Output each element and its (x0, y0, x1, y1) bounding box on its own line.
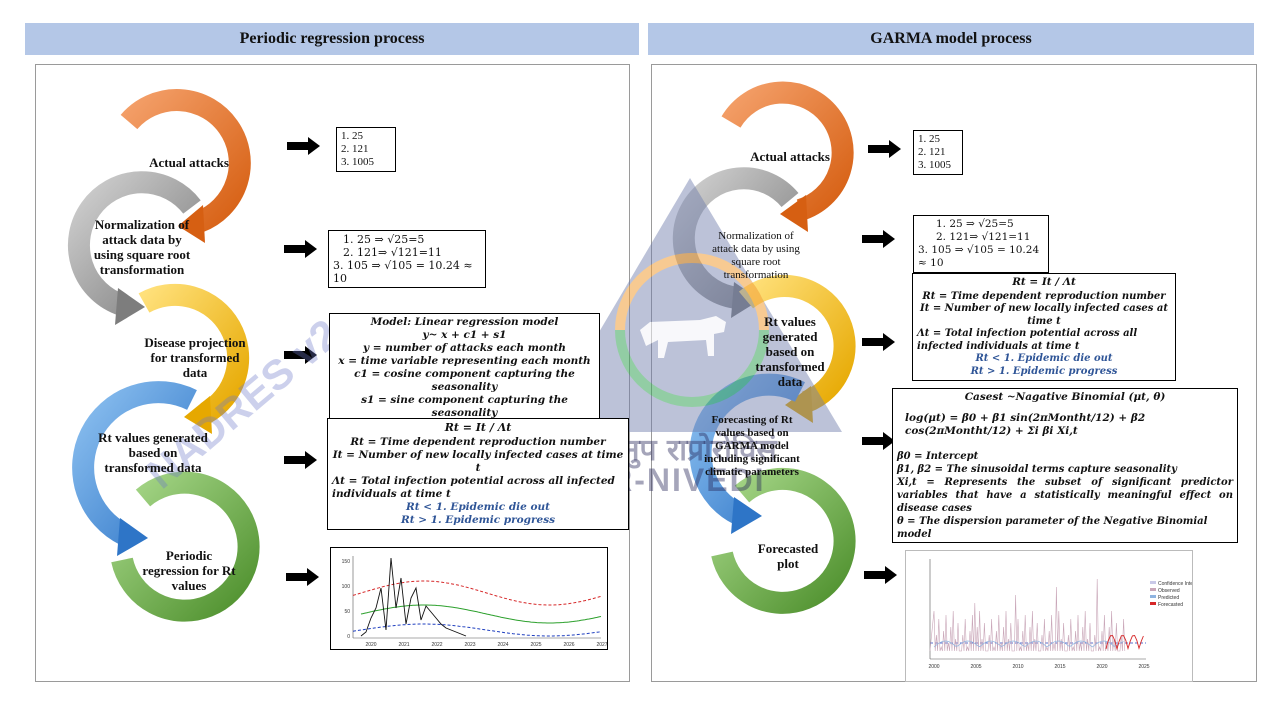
right-arc-gray (672, 167, 799, 318)
right-plot-svg: 2000 2005 2010 2015 2020 2025 Confidence Inter… (928, 559, 1201, 670)
x-tick-label: 2010 (1012, 664, 1023, 670)
lower-band-line (352, 623, 602, 637)
right-arc-yellow (738, 275, 856, 423)
left-chart-svg: 2020 2021 2022 2023 2024 2025 2026 2027 0 50 100 15… (342, 556, 608, 648)
x-tick-label: 2024 (497, 642, 508, 648)
right-step-actual-attacks: Actual attacks (750, 149, 830, 164)
left-box-sqrt-values: 1. 25 ⇒ √25=5 2. 121⇒ √121=11 3. 105 ⇒ √… (328, 230, 486, 288)
x-tick-label: 2026 (563, 642, 574, 648)
right-box-garma-equation: Casest ~Nagative Binomial (μt, θ) log(μt… (892, 388, 1238, 543)
predicted-series-line (933, 640, 1124, 648)
right-arrows (862, 140, 901, 584)
arrow-right-1 (868, 140, 901, 158)
x-tick-label: 2022 (431, 642, 442, 648)
legend-label: Observed (1158, 588, 1180, 594)
x-tick-label: 2021 (398, 642, 409, 648)
left-arc-blue (72, 381, 197, 556)
x-tick-label: 2020 (365, 642, 376, 648)
x-tick-label: 2025 (1138, 664, 1149, 670)
x-tick-label: 2027 (596, 642, 607, 648)
legend-swatch (1150, 581, 1156, 584)
watermark-logo (540, 178, 842, 432)
right-box-sqrt-values: 1. 25 ⇒ √25=5 2. 121⇒ √121=11 3. 105 ⇒ √… (913, 215, 1049, 273)
observed-series-line (360, 557, 467, 637)
upper-band-line (352, 580, 602, 606)
arrow-left-1 (287, 137, 320, 155)
x-tick-label: 2020 (1096, 664, 1107, 670)
y-tick-label: 150 (342, 559, 351, 565)
right-arc-orange (721, 81, 854, 232)
right-header: GARMA model process (648, 23, 1254, 55)
legend-swatch (1150, 602, 1156, 605)
x-tick-label: 2025 (530, 642, 541, 648)
left-periodic-chart: 2020 2021 2022 2023 2024 2025 2026 2027 0 50 100 15… (330, 547, 608, 650)
left-step-normalization: Normalization of attack data by using sq… (93, 217, 191, 277)
y-tick-label: 100 (342, 584, 351, 590)
observed-series-line (929, 578, 1126, 652)
x-tick-label: 2005 (970, 664, 981, 670)
y-tick-label: 50 (344, 609, 350, 615)
forecasted-series-line (1105, 634, 1144, 651)
right-step-forecasting: Forecasting of Rt values based on GARMA … (704, 414, 800, 478)
left-arc-gray (67, 171, 201, 325)
arrow-right-5 (864, 566, 897, 584)
legend-swatch (1150, 595, 1156, 598)
legend-label: Predicted (1158, 595, 1179, 601)
legend-label: Forecasted (1158, 602, 1183, 608)
left-arc-orange (120, 89, 251, 243)
legend-swatch (1150, 588, 1156, 591)
x-tick-label: 2015 (1054, 664, 1065, 670)
left-arc-yellow (138, 283, 250, 434)
left-header: Periodic regression process (25, 23, 639, 55)
left-arc-green (111, 471, 260, 622)
arrow-right-2 (862, 230, 895, 248)
left-step-rt-values: Rt values generated based on transformed… (98, 430, 208, 475)
left-box-regression-model: Model: Linear regression model y~ x + c1… (329, 313, 600, 423)
left-box-rt-formula: Rt = It / Λt Rt = Time dependent reprodu… (327, 418, 629, 530)
cattle-silhouette (640, 316, 726, 358)
left-arrows (284, 137, 320, 586)
arrow-left-3 (284, 346, 317, 364)
right-box-rt-formula: Rt = It / Λt Rt = Time dependent reprodu… (912, 273, 1176, 381)
y-tick-label: 0 (347, 634, 350, 640)
x-tick-label: 2023 (464, 642, 475, 648)
right-step-rt-values: Rt values generated based on transformed… (755, 314, 825, 389)
right-forecast-plot: 2000 2005 2010 2015 2020 2025 Confidence Inter… (905, 550, 1201, 682)
right-arc-green (711, 467, 856, 614)
left-step-actual-attacks: Actual attacks (149, 155, 229, 170)
x-tick-label: 2000 (928, 664, 939, 670)
left-step-periodic-regression: Periodic regression for Rt values (142, 548, 236, 593)
right-step-normalization: Normalization of attack data by using sq… (712, 230, 800, 281)
right-arc-blue (689, 373, 805, 534)
fitted-curve-line (360, 604, 602, 624)
arrow-right-3 (862, 333, 895, 351)
arrow-left-4 (284, 451, 317, 469)
left-step-projection: Disease projection for transformed data (144, 335, 246, 380)
arrow-left-2 (284, 240, 317, 258)
arrow-right-4 (862, 432, 895, 450)
legend-label: Confidence Interval (1158, 581, 1192, 587)
right-step-forecasted-plot: Forecasted plot (757, 541, 819, 571)
arrow-left-5 (286, 568, 319, 586)
